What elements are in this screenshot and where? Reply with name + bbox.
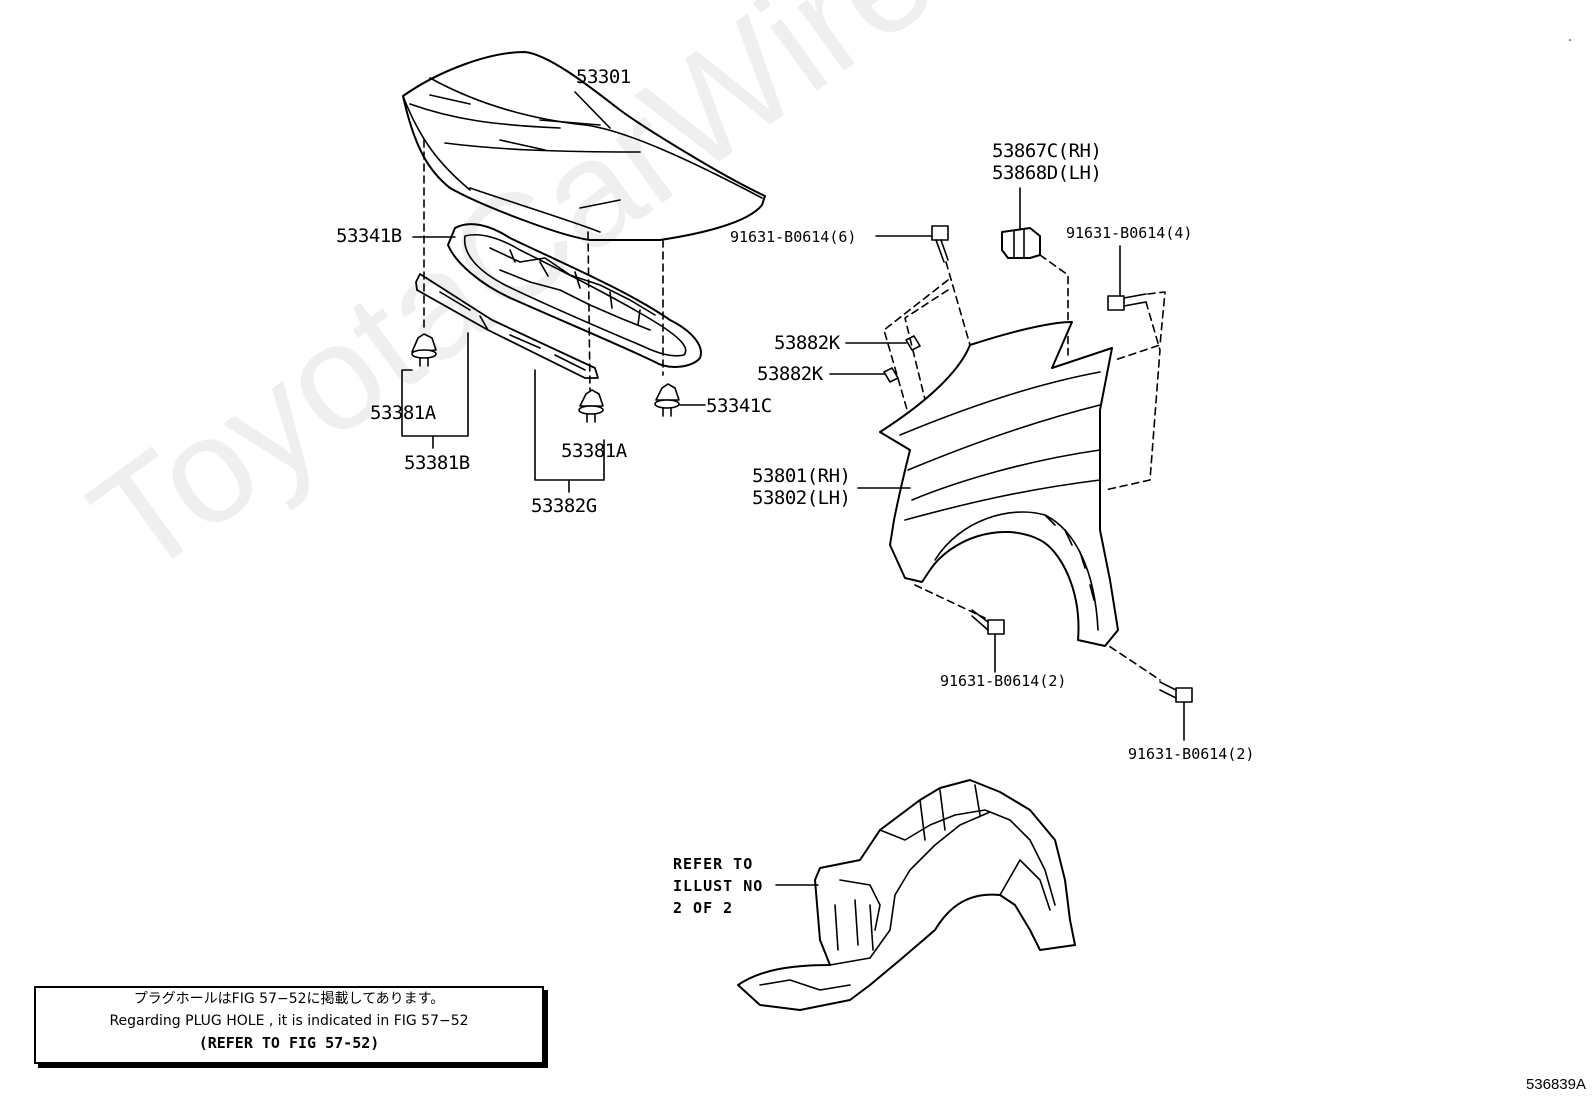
label-cushion-set: 53381B: [404, 452, 470, 474]
label-bolt-4: 91631-B0614(4): [1066, 224, 1193, 242]
bolt-top-6: [875, 225, 949, 263]
note-ref: (REFER TO FIG 57-52): [198, 1034, 380, 1052]
cushion-clip-left: [411, 333, 437, 367]
hood-dashed-guides: [423, 139, 664, 391]
fender-dashed-guides: [883, 254, 1166, 681]
cushion-clip-center: [578, 389, 604, 423]
label-refer-2: ILLUST NO: [673, 877, 764, 895]
label-refer-3: 2 OF 2: [673, 899, 734, 917]
bracket-leaders-left: [401, 332, 706, 493]
hood-panel: [402, 51, 766, 241]
figure-id: 536839A: [1525, 1076, 1586, 1093]
bolt-lower-right: [1159, 681, 1193, 741]
label-cushion-left: 53381A: [370, 402, 436, 424]
hood-inner-seal: [447, 223, 702, 368]
label-bolt-6: 91631-B0614(6): [730, 228, 857, 246]
fender-protector: [1001, 187, 1041, 259]
label-protector-rh: 53867C(RH): [992, 140, 1102, 162]
label-fender-lh: 53802(LH): [752, 487, 851, 509]
label-hood-seal: 53341B: [336, 225, 402, 247]
label-hood: 53301: [576, 66, 631, 88]
label-seal-rear: 53382G: [531, 495, 597, 517]
label-cushion-center: 53381A: [561, 440, 627, 462]
label-refer-1: REFER TO: [673, 855, 754, 873]
bolt-lower-left: [971, 609, 1005, 673]
label-clip-1: 53882K: [774, 332, 840, 354]
bolt-top-4: [1107, 245, 1147, 311]
label-clip-2: 53882K: [757, 363, 823, 385]
label-protector-lh: 53868D(LH): [992, 162, 1102, 184]
leader-hood: [574, 91, 611, 129]
note-en: Regarding PLUG HOLE , it is indicated in…: [109, 1013, 469, 1029]
label-bolt-2b: 91631-B0614(2): [1128, 745, 1255, 763]
label-bolt-2a: 91631-B0614(2): [940, 672, 1067, 690]
plug-hole-note: プラグホールはFIG 57−52に掲載してあります。 Regarding PLU…: [34, 986, 544, 1064]
fender-liner: [737, 779, 1076, 1011]
cushion-clip-right: [654, 383, 680, 417]
front-fender: [857, 321, 1119, 647]
clip-53882K: [829, 335, 921, 383]
label-fender-rh: 53801(RH): [752, 465, 851, 487]
hood-front-seal: [415, 273, 599, 379]
note-jp: プラグホールはFIG 57−52に掲載してあります。: [133, 991, 445, 1007]
label-cushion-right: 53341C: [706, 395, 772, 417]
